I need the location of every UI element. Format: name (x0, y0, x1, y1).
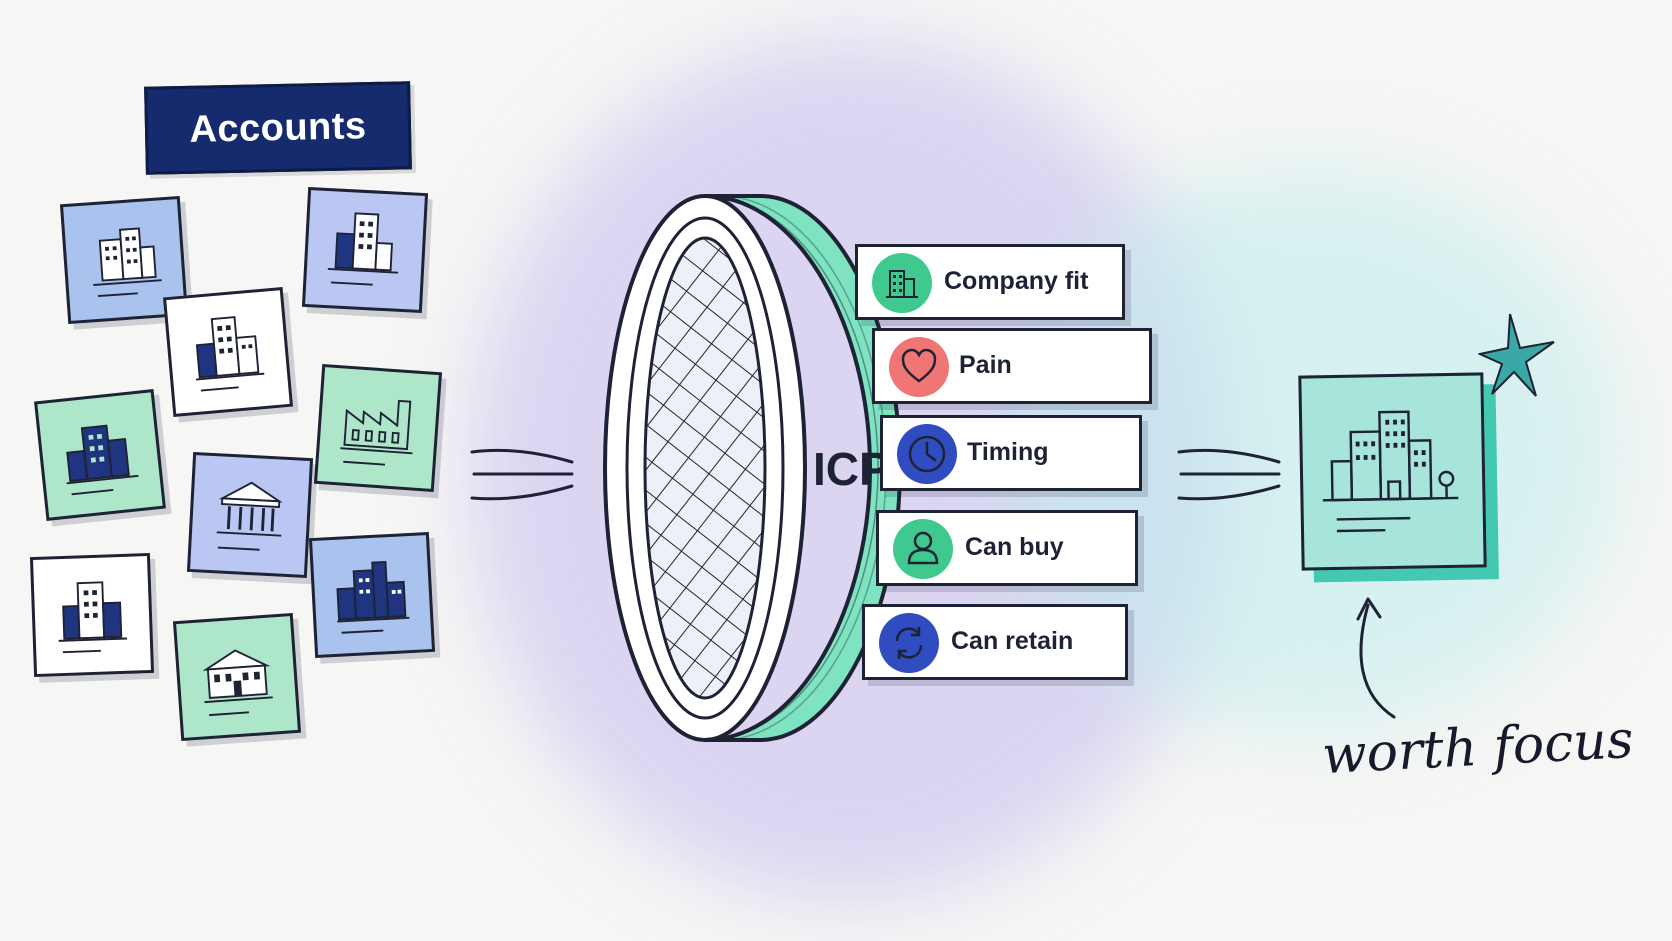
criterion-label: Company fit (944, 267, 1089, 295)
criterion-can-retain: Can retain (862, 604, 1128, 680)
sieve-ring-icon (603, 194, 903, 742)
clock-icon (897, 424, 957, 484)
criterion-can-buy: Can buy (876, 510, 1138, 586)
criterion-label: Can buy (965, 533, 1064, 561)
office-building-icon (327, 212, 399, 286)
accounts-label: Accounts (188, 104, 367, 151)
motion-lines-right (1177, 448, 1281, 501)
office-building-icon (93, 227, 162, 298)
selected-account-card (1298, 372, 1487, 571)
account-card (313, 363, 443, 493)
criterion-timing: Timing (880, 415, 1142, 491)
account-card (59, 195, 189, 325)
criterion-label: Can retain (951, 627, 1074, 655)
criterion-company-fit: Company fit (855, 244, 1125, 320)
account-card (34, 389, 166, 521)
account-card (186, 451, 314, 579)
office-building-icon (336, 560, 410, 634)
account-card (29, 552, 155, 678)
school-building-icon (202, 649, 273, 717)
refresh-icon (879, 613, 939, 673)
bank-building-icon (216, 481, 283, 551)
account-card (162, 286, 294, 418)
motion-lines-left (470, 448, 574, 501)
heart-icon (889, 337, 949, 397)
office-building-icon (1322, 410, 1459, 533)
factory-icon (340, 399, 413, 466)
criterion-pain: Pain (872, 328, 1152, 404)
person-icon (893, 519, 953, 579)
office-building-icon (58, 581, 128, 654)
office-building-icon (66, 424, 139, 496)
criterion-label: Timing (967, 438, 1049, 466)
curved-arrow-icon (1356, 597, 1396, 719)
icp-label: ICP (813, 443, 890, 495)
sparkle-icon (1478, 313, 1555, 397)
criterion-label: Pain (959, 351, 1012, 379)
icp-filter: ICP (600, 190, 920, 750)
office-building-icon (195, 316, 265, 392)
account-card (301, 186, 429, 314)
accounts-label-box: Accounts (144, 81, 412, 175)
account-card (172, 612, 302, 742)
account-card (308, 531, 436, 659)
building-icon (872, 253, 932, 313)
